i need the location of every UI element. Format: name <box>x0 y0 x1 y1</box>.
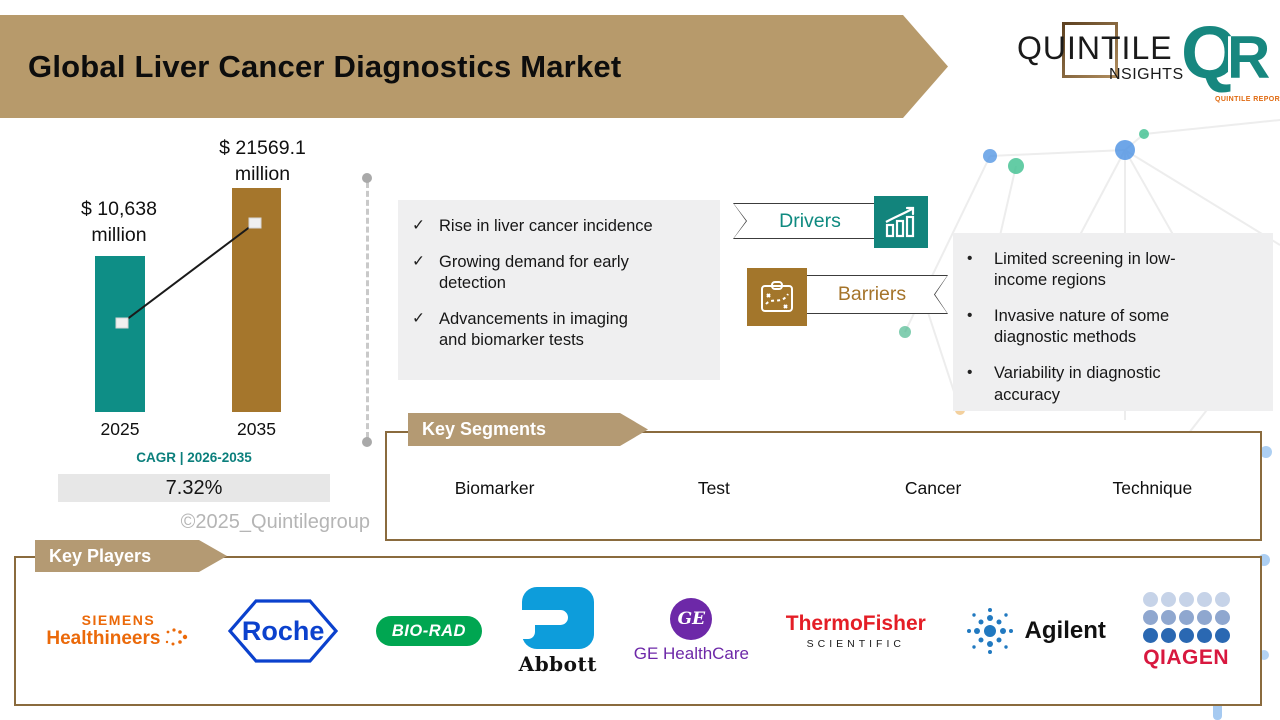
drivers-ribbon: Drivers <box>733 203 877 239</box>
agilent-logo: Agilent <box>963 604 1106 658</box>
axis-label-2025: 2025 <box>100 419 140 439</box>
qiagen-dots-icon <box>1142 592 1230 643</box>
cagr-label: CAGR | 2026-2035 <box>136 450 252 465</box>
qr-monogram-r: R <box>1227 24 1271 91</box>
drivers-list: ✓ Rise in liver cancer incidence ✓ Growi… <box>398 200 720 380</box>
check-icon: ✓ <box>412 310 425 328</box>
qr-monogram-q: Q <box>1181 11 1239 94</box>
logo-wordmark: QUINTILE <box>1017 30 1173 66</box>
barrier-item: • Invasive nature of some diagnostic met… <box>967 306 1261 348</box>
bio-rad-logo: BIO-RAD <box>375 616 482 646</box>
healthineers-dots-icon <box>166 628 188 646</box>
qiagen-logo: QIAGEN <box>1142 592 1230 670</box>
dashed-divider <box>362 173 372 447</box>
key-segments-items: Biomarker Test Cancer Technique <box>385 478 1262 499</box>
segment-biomarker: Biomarker <box>454 478 535 498</box>
barrier-item: • Variability in diagnostic accuracy <box>967 363 1261 405</box>
header-banner: Global Liver Cancer Diagnostics Market <box>0 15 948 118</box>
quintile-insights-logo: QUINTILE NSIGHTS Q R QUINTILE REPORTS <box>1005 11 1280 114</box>
agilent-starburst-icon <box>966 608 1013 654</box>
abbott-a-icon <box>521 586 594 649</box>
check-icon: ✓ <box>412 217 425 234</box>
barriers-label: Barriers <box>807 276 947 313</box>
thermo-fisher-logo: ThermoFisher SCIENTIFIC <box>785 612 926 650</box>
driver-item: ✓ Advancements in imaging and biomarker … <box>412 309 708 351</box>
segment-cancer: Cancer <box>904 478 962 498</box>
roche-logo: Roche <box>227 598 339 664</box>
barriers-list: • Limited screening in low-income region… <box>953 233 1273 411</box>
driver-item: ✓ Growing demand for early detection <box>412 252 708 294</box>
cagr-value: 7.32% <box>58 474 330 502</box>
key-segments-banner: Key Segments <box>408 413 648 446</box>
ge-healthcare-logo: GE GE HealthCare <box>634 598 749 664</box>
drivers-label: Drivers <box>734 204 876 238</box>
bullet-icon: • <box>967 307 973 325</box>
bullet-icon: • <box>967 250 973 267</box>
bar-2035 <box>232 188 281 412</box>
logo-square-frame <box>1062 22 1118 78</box>
copyright-watermark: ©2025_Quintilegroup <box>180 511 370 533</box>
driver-item: ✓ Rise in liver cancer incidence <box>412 216 708 237</box>
barriers-ribbon: Barriers <box>806 275 948 314</box>
roche-hexagon-icon <box>228 599 339 663</box>
check-icon: ✓ <box>412 253 425 271</box>
abbott-logo: Abbott <box>519 586 597 676</box>
key-players-logos: SIEMENS Healthineers Roche BIO-RAD Abbot… <box>14 556 1262 706</box>
key-players-banner: Key Players <box>35 540 227 572</box>
axis-label-2035: 2035 <box>237 419 276 439</box>
logo-wordmark-sub: NSIGHTS <box>1109 66 1184 83</box>
key-segments-box <box>385 431 1262 541</box>
strategy-clipboard-icon <box>747 268 807 326</box>
siemens-healthineers-logo: SIEMENS Healthineers <box>46 612 190 650</box>
barrier-item: • Limited screening in low-income region… <box>967 249 1261 291</box>
page-title: Global Liver Cancer Diagnostics Market <box>28 48 622 84</box>
ge-roundel-icon: GE <box>670 598 713 640</box>
bar-2025 <box>95 256 145 412</box>
growth-chart-icon <box>874 196 928 248</box>
bullet-icon: • <box>967 364 973 382</box>
segment-technique: Technique <box>1112 478 1193 498</box>
qr-caption: QUINTILE REPORTS <box>1215 96 1280 103</box>
segment-test: Test <box>697 478 730 498</box>
key-players-box <box>14 556 1262 706</box>
